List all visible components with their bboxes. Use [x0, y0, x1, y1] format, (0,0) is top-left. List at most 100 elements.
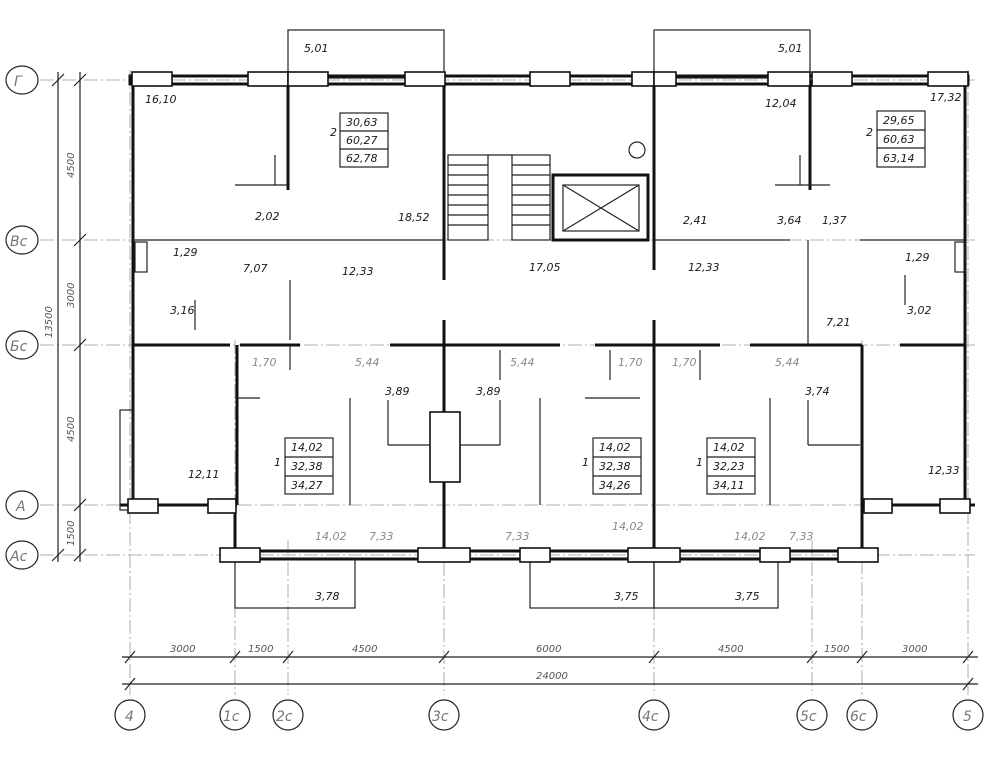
- apartment-table-apt-bottom-3: 1 14,02 32,23 34,11: [696, 437, 756, 495]
- room-area: 7,33: [369, 530, 394, 543]
- dim-horizontal: 4500: [352, 644, 377, 655]
- room-area: 5,01: [304, 42, 329, 55]
- room-area: 1,29: [905, 251, 930, 264]
- dim-horizontal-total: 24000: [536, 671, 568, 682]
- axis-label: 4: [125, 709, 134, 725]
- axis-label: 5: [963, 709, 972, 725]
- room-area: 1,70: [618, 356, 643, 369]
- elevator-shaft: [551, 141, 650, 242]
- room-area: 3,16: [170, 304, 195, 317]
- axis-label: 3с: [432, 709, 449, 725]
- axis-label: Вс: [10, 234, 28, 250]
- horizontal-dimensions: 3000 1500 4500 6000 4500 1500 3000 24000: [122, 644, 978, 691]
- room-area: 3,64: [777, 214, 802, 227]
- room-area: 16,10: [145, 93, 177, 106]
- apartment-table-apt-top-left: 2 30,63 60,27 62,78: [330, 112, 389, 168]
- room-area: 1,70: [252, 356, 277, 369]
- apartment-living-area: 30,63: [346, 116, 378, 129]
- dim-vertical: 1500: [66, 521, 77, 546]
- axis-label: 5с: [800, 709, 817, 725]
- room-area: 5,01: [778, 42, 803, 55]
- grid-lines: [40, 70, 975, 695]
- apartment-total-area: 32,38: [291, 460, 323, 473]
- axis-label: 6с: [850, 709, 867, 725]
- windows-columns: [127, 71, 971, 563]
- room-area: 1,29: [173, 246, 198, 259]
- room-area: 7,33: [789, 530, 814, 543]
- room-area: 3,89: [476, 385, 501, 398]
- axis-label: Ас: [9, 549, 28, 565]
- room-area: 3,89: [385, 385, 410, 398]
- room-area: 5,44: [355, 356, 380, 369]
- apartment-full-area: 62,78: [346, 152, 378, 165]
- room-area: 17,32: [930, 91, 962, 104]
- dim-horizontal: 3000: [902, 644, 927, 655]
- apartment-table-apt-bottom-2: 1 14,02 32,38 34,26: [582, 437, 642, 495]
- apartment-full-area: 63,14: [883, 152, 915, 165]
- room-area: 1,37: [822, 214, 847, 227]
- room-areas-dark: 5,01 5,01 16,10 12,04 17,32 2,02 18,52 2…: [145, 42, 962, 603]
- apartment-rooms: 1: [274, 456, 281, 469]
- apartment-rooms: 2: [330, 126, 337, 139]
- room-area: 3,74: [805, 385, 830, 398]
- dim-horizontal: 6000: [536, 644, 561, 655]
- apartment-rooms: 1: [696, 456, 703, 469]
- staircase: [447, 154, 551, 241]
- room-area: 12,11: [188, 468, 220, 481]
- room-area: 12,33: [342, 265, 374, 278]
- room-areas-gray: 1,70 5,44 5,44 1,70 1,70 5,44 14,02 7,33…: [252, 356, 814, 543]
- room-area: 7,07: [243, 262, 268, 275]
- column-axis-markers: 4 1с 2с 3с 4с 5с 6с 5: [114, 699, 984, 731]
- axis-label: А: [15, 499, 26, 515]
- room-area: 17,05: [529, 261, 561, 274]
- dim-vertical: 4500: [66, 417, 77, 442]
- room-area: 2,02: [255, 210, 280, 223]
- apartment-living-area: 14,02: [291, 441, 323, 454]
- room-area: 12,33: [928, 464, 960, 477]
- room-area: 12,04: [765, 97, 797, 110]
- apartment-table-apt-bottom-1: 1 14,02 32,38 34,27: [274, 437, 334, 495]
- apartment-rooms: 2: [866, 126, 873, 139]
- apartment-living-area: 29,65: [883, 114, 915, 127]
- dim-horizontal: 1500: [824, 644, 849, 655]
- apartment-living-area: 14,02: [713, 441, 745, 454]
- balconies: [234, 29, 811, 609]
- apartment-rooms: 1: [582, 456, 589, 469]
- apartment-table-apt-top-right: 2 29,65 60,63 63,14: [866, 110, 926, 168]
- axis-label: 1с: [223, 709, 240, 725]
- dim-horizontal: 3000: [170, 644, 195, 655]
- apartment-total-area: 32,38: [599, 460, 631, 473]
- apartment-full-area: 34,11: [713, 479, 745, 492]
- dim-horizontal: 4500: [718, 644, 743, 655]
- vertical-dimensions: 4500 3000 4500 1500 13500: [44, 72, 87, 562]
- apartment-total-area: 32,23: [713, 460, 745, 473]
- room-area: 3,75: [735, 590, 760, 603]
- apartment-total-area: 60,27: [346, 134, 378, 147]
- axis-label: Бс: [10, 339, 28, 355]
- room-area: 14,02: [612, 520, 644, 533]
- axis-label: Г: [14, 74, 23, 90]
- interior-walls: [133, 80, 966, 555]
- axis-label: 2с: [276, 709, 293, 725]
- row-axis-markers: Г Вс Бс А Ас: [5, 65, 39, 570]
- room-area: 3,02: [907, 304, 932, 317]
- dim-vertical: 4500: [66, 153, 77, 178]
- room-area: 12,33: [688, 261, 720, 274]
- room-area: 3,78: [315, 590, 340, 603]
- axis-label: 4с: [642, 709, 659, 725]
- room-area: 5,44: [775, 356, 800, 369]
- room-area: 5,44: [510, 356, 535, 369]
- room-area: 1,70: [672, 356, 697, 369]
- dim-horizontal: 1500: [248, 644, 273, 655]
- room-area: 7,21: [826, 316, 851, 329]
- room-area: 7,33: [505, 530, 530, 543]
- apartment-living-area: 14,02: [599, 441, 631, 454]
- room-area: 14,02: [315, 530, 347, 543]
- dim-vertical-total: 13500: [44, 306, 55, 338]
- room-area: 14,02: [734, 530, 766, 543]
- apartment-full-area: 34,27: [291, 479, 323, 492]
- apartment-full-area: 34,26: [599, 479, 631, 492]
- dim-vertical: 3000: [66, 283, 77, 308]
- room-area: 18,52: [398, 211, 430, 224]
